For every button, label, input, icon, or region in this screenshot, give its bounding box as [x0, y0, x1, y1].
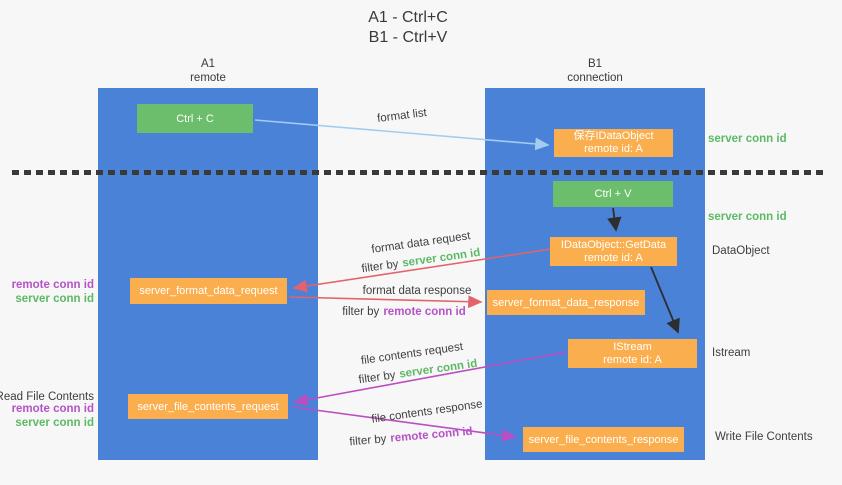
- label-write-file-contents: Write File Contents: [715, 431, 813, 443]
- label-server-conn-id-left-mid: server conn id: [15, 293, 94, 305]
- lane-b1-name: B1: [587, 58, 603, 70]
- filter-by-text: filter by: [348, 433, 387, 449]
- lane-b1-subtitle: connection: [567, 72, 623, 84]
- diagram-title: A1 - Ctrl+C B1 - Ctrl+V: [368, 8, 448, 48]
- node-ctrl-v-label: Ctrl + V: [594, 188, 632, 200]
- node-server-file-contents-response: server_file_contents_response: [523, 427, 684, 452]
- edge-label-format-list: format list: [376, 107, 428, 125]
- edge-label-file-contents-response: file contents response: [370, 398, 484, 426]
- label-remote-conn-id-bottom: remote conn id: [11, 403, 94, 415]
- remote-conn-id-text: remote conn id: [383, 306, 466, 318]
- dotted-separator-line: [12, 170, 826, 175]
- filter-by-text: filter by: [360, 258, 400, 276]
- label-istream: Istream: [712, 347, 751, 359]
- node-save-idataobject-line2: remote id: A: [584, 143, 643, 155]
- node-getdata-line2: remote id: A: [584, 251, 643, 264]
- node-server-file-contents-response-label: server_file_contents_response: [528, 433, 679, 446]
- filter-by-text: filter by: [357, 369, 397, 387]
- label-server-conn-id-top: server conn id: [708, 133, 787, 145]
- filter-by-text: filter by: [342, 306, 380, 318]
- node-istream: IStream remote id: A: [568, 339, 697, 368]
- title-line-copy: A1 - Ctrl+C: [368, 9, 448, 26]
- node-istream-line2: remote id: A: [603, 353, 662, 366]
- node-istream-line1: IStream: [613, 340, 652, 353]
- node-server-file-contents-request-label: server_file_contents_request: [137, 400, 279, 413]
- lane-a1-subtitle: remote: [190, 72, 226, 84]
- node-ctrl-c-label: Ctrl + C: [176, 112, 214, 125]
- remote-conn-id-text: remote conn id: [389, 425, 474, 445]
- label-server-conn-id-mid: server conn id: [708, 211, 787, 223]
- node-getdata-line1: IDataObject::GetData: [560, 238, 667, 251]
- title-line-paste: B1 - Ctrl+V: [368, 29, 448, 46]
- node-server-file-contents-request: server_file_contents_request: [128, 394, 288, 419]
- node-ctrl-c: Ctrl + C: [137, 104, 253, 133]
- node-save-idataobject: 保存IDataObject remote id: A: [554, 129, 673, 157]
- label-server-conn-id-left-bottom: server conn id: [15, 417, 94, 429]
- node-save-idataobject-line1: 保存IDataObject: [573, 130, 654, 142]
- node-server-format-data-request-label: server_format_data_request: [139, 285, 278, 297]
- lane-a1-name: A1: [200, 58, 216, 70]
- node-ctrl-v: Ctrl + V: [553, 181, 673, 207]
- node-server-format-data-response: server_format_data_response: [487, 290, 645, 315]
- node-server-format-data-request: server_format_data_request: [130, 278, 287, 304]
- node-server-format-data-response-label: server_format_data_response: [492, 296, 640, 309]
- lane-header-a1: A1 remote: [190, 57, 226, 85]
- server-conn-id-text: server conn id: [398, 357, 479, 381]
- node-idataobject-getdata: IDataObject::GetData remote id: A: [550, 237, 677, 266]
- edge-label-format-data-response: format data response: [362, 285, 472, 297]
- lane-header-b1: B1 connection: [567, 57, 623, 85]
- server-conn-id-text: server conn id: [401, 246, 482, 270]
- label-remote-conn-id-mid: remote conn id: [11, 279, 94, 291]
- label-dataobject: DataObject: [712, 245, 770, 257]
- label-read-file-contents: Read File Contents: [0, 391, 94, 403]
